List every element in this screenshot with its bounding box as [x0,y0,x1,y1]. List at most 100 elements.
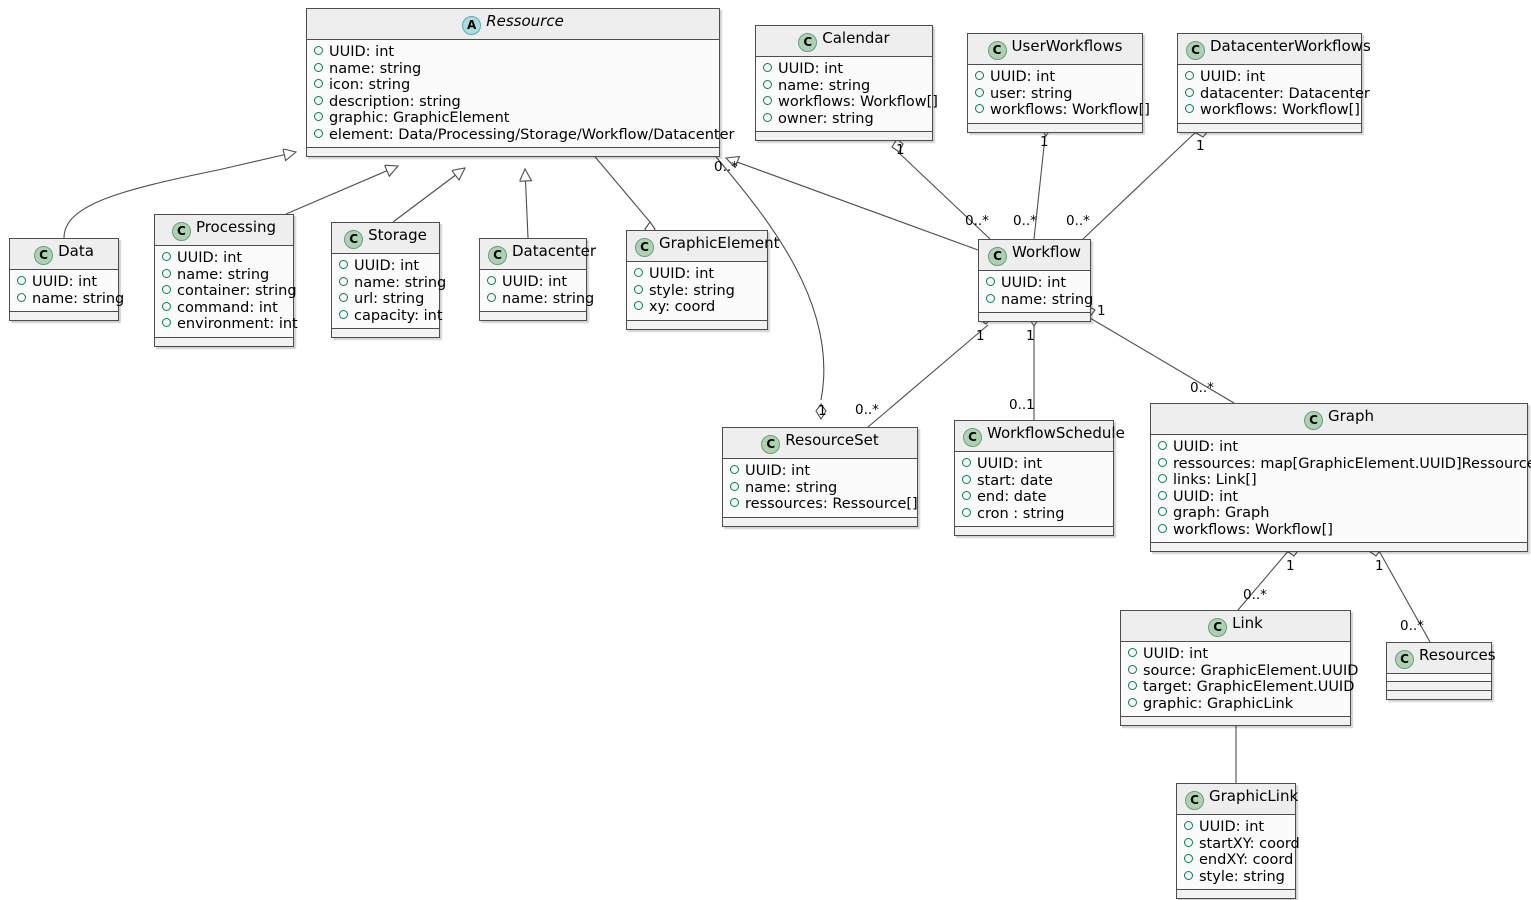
attribute-row: UUID: int [487,274,580,291]
edge-datacenter-inherits-ressource [525,169,528,239]
multiplicity-label-m-wf-graph-1: 1 [1097,303,1106,319]
attribute-label: name: string [745,479,838,496]
attribute-label: name: string [502,290,595,307]
attribute-label: cron : string [977,505,1065,522]
attribute-row: name: string [986,292,1093,309]
public-visibility-icon [975,87,984,97]
attribute-label: UUID: int [778,61,844,77]
class-icon: C [344,230,364,249]
class-extra-compartment [1387,690,1491,699]
public-visibility-icon [1128,664,1137,674]
public-visibility-icon [1185,104,1194,113]
public-visibility-icon [975,104,984,113]
public-visibility-icon [162,268,171,278]
attribute-row: command: int [162,300,287,317]
multiplicity-label-m-resources-0star: 0..* [1400,618,1424,634]
public-visibility-icon [634,268,643,277]
attribute-row: endXY: coord [1184,852,1293,869]
class-methods-compartment [723,516,917,526]
class-name-graph: Graph [1327,407,1374,425]
public-visibility-icon [339,276,348,286]
public-visibility-icon [1158,441,1167,450]
public-visibility-icon [339,260,348,269]
attribute-row: UUID: int [1128,646,1344,663]
public-visibility-icon [162,301,171,311]
public-visibility-icon [487,276,496,285]
attribute-label: datacenter: Datacenter [1200,85,1370,102]
public-visibility-icon [314,95,323,105]
attribute-label: target: GraphicElement.UUID [1143,679,1355,695]
attribute-row: UUID: int [162,250,287,267]
class-icon: C [963,428,982,447]
class-icon: C [798,33,818,52]
public-visibility-icon [1184,821,1193,830]
attribute-label: UUID: int [1199,819,1265,835]
public-visibility-icon [17,276,26,285]
attribute-label: xy: coord [649,299,716,315]
class-methods-compartment [968,122,1142,132]
attribute-row: startXY: coord [1184,836,1300,853]
attribute-row: style: string [1184,869,1289,886]
attribute-label: UUID: int [502,274,568,290]
class-methods-compartment [1177,889,1295,898]
attribute-row: description: string [314,94,713,111]
attribute-label: description: string [329,93,461,110]
attribute-row: url: string [339,291,433,308]
public-visibility-icon [763,63,772,72]
attribute-label: startXY: coord [1199,835,1300,852]
public-visibility-icon [1128,681,1137,690]
class-name-graphicelement: GraphicElement [659,234,780,252]
multiplicity-label-m-schedule-01: 0..1 [1009,397,1035,413]
attribute-row: user: string [975,86,1136,103]
class-name-workflow: Workflow [1012,243,1081,261]
attribute-label: endXY: coord [1199,852,1294,868]
attribute-row: UUID: int [1184,819,1289,836]
attribute-label: UUID: int [177,250,243,266]
attribute-label: environment: int [177,316,298,332]
attribute-label: UUID: int [32,274,98,290]
class-name-workflowschedule: WorkflowSchedule [987,424,1125,442]
attribute-row: workflows: Workflow[] [975,102,1150,119]
attribute-row: UUID: int [17,274,112,291]
multiplicity-label-m-datacenterworkflows-1: 1 [1196,138,1205,154]
multiplicity-label-m-ressource-gelem: 0..* [714,159,738,175]
class-name-storage: Storage [368,226,427,244]
attribute-row: links: Link[] [1158,472,1521,489]
edge-storage-inherits-ressource [392,168,465,223]
attribute-label: UUID: int [1143,646,1209,662]
class-methods-compartment [332,328,439,337]
class-name-datacenter: Datacenter [512,242,597,260]
multiplicity-label-m-graph-link-1: 1 [1286,558,1295,574]
attribute-row: name: string [763,78,926,95]
public-visibility-icon [975,71,984,80]
class-name-datacenterworkflows: DatacenterWorkflows [1210,37,1371,55]
attribute-label: name: string [177,266,270,283]
attribute-row: container: string [162,283,297,300]
attribute-row: cron : string [962,506,1107,523]
attribute-row: end: date [962,489,1107,506]
class-methods-compartment [155,336,293,346]
attribute-label: workflows: Workflow[] [990,102,1150,118]
